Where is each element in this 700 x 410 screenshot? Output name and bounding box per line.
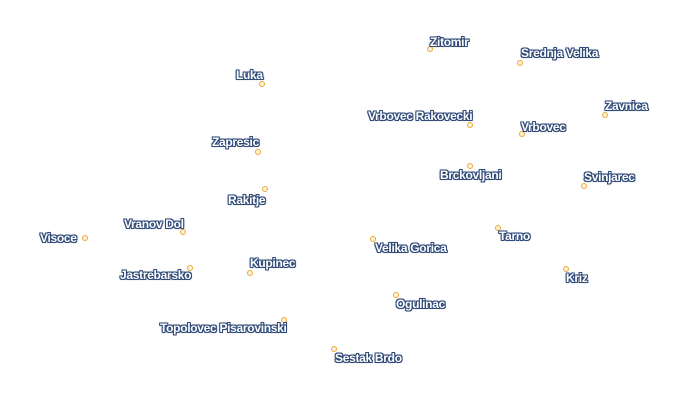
place-label-kupinec: Kupinec <box>250 256 296 270</box>
place-marker-vrbovec[interactable] <box>519 131 525 137</box>
place-marker-visoce[interactable] <box>82 235 88 241</box>
place-marker-zitomir[interactable] <box>427 46 433 52</box>
place-label-rakitje: Rakitje <box>228 193 266 207</box>
place-label-velika-gorica: Velika Gorica <box>375 241 447 255</box>
place-label-zavnica: Zavnica <box>605 99 648 113</box>
place-label-kriz: Kriz <box>566 271 588 285</box>
place-marker-sestak-brdo[interactable] <box>331 346 337 352</box>
place-label-zitomir: Zitomir <box>430 35 469 49</box>
place-label-vrbovec-rakovecki: Vrbovec Rakovecki <box>368 109 473 123</box>
place-label-brckovljani: Brckovljani <box>440 168 502 182</box>
place-marker-topolovec-pisarovinski[interactable] <box>281 317 287 323</box>
place-marker-srednja-velika[interactable] <box>517 60 523 66</box>
place-label-luka: Luka <box>236 68 263 82</box>
place-marker-vranov-dol[interactable] <box>180 229 186 235</box>
place-marker-vrbovec-rakovecki[interactable] <box>467 122 473 128</box>
place-label-sestak-brdo: Sestak Brdo <box>335 351 402 365</box>
place-label-visoce: Visoce <box>40 231 77 245</box>
place-label-vranov-dol: Vranov Dol <box>124 217 184 231</box>
place-label-jastrebarsko: Jastrebarsko <box>120 268 192 282</box>
place-marker-luka[interactable] <box>259 81 265 87</box>
place-label-vrbovec: Vrbovec <box>521 120 566 134</box>
place-marker-tarno[interactable] <box>495 225 501 231</box>
place-label-zapresic: Zapresic <box>212 135 259 149</box>
place-label-ogulinac: Ogulinac <box>396 297 445 311</box>
place-marker-svinjarec[interactable] <box>581 183 587 189</box>
place-marker-zavnica[interactable] <box>602 112 608 118</box>
place-marker-zapresic[interactable] <box>255 149 261 155</box>
place-marker-rakitje[interactable] <box>262 186 268 192</box>
place-label-svinjarec: Svinjarec <box>584 170 635 184</box>
place-marker-kupinec[interactable] <box>247 270 253 276</box>
place-marker-velika-gorica[interactable] <box>370 236 376 242</box>
place-marker-jastrebarsko[interactable] <box>187 265 193 271</box>
place-marker-brckovljani[interactable] <box>467 163 473 169</box>
place-label-tarno: Tarno <box>499 229 530 243</box>
place-label-topolovec-pisarovinski: Topolovec Pisarovinski <box>160 321 287 335</box>
place-marker-ogulinac[interactable] <box>393 292 399 298</box>
place-marker-kriz[interactable] <box>563 266 569 272</box>
place-label-srednja-velika: Srednja Velika <box>521 46 599 60</box>
